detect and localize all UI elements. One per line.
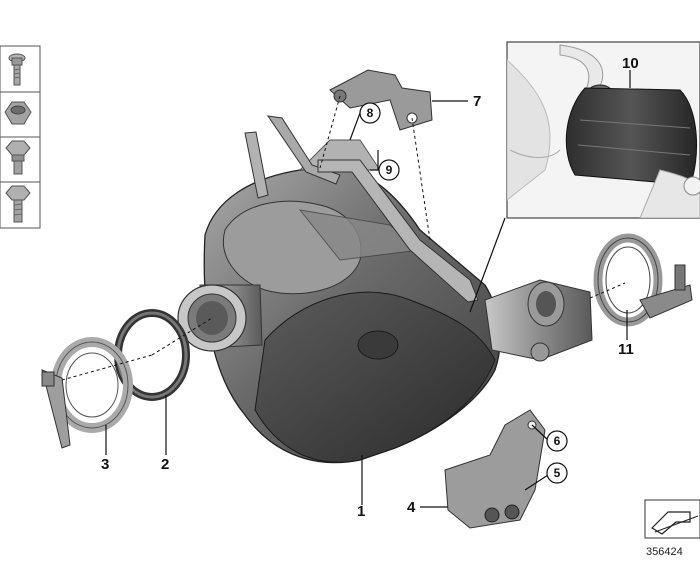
callout-5-circle [546,462,568,484]
callout-9: 9 [386,163,393,177]
figure-number: 356424 [646,546,683,558]
screw-icon [8,53,26,86]
callout-4: 4 [407,499,416,516]
callout-11: 11 [618,341,634,358]
exhaust-clamp [593,233,693,327]
callout-9-circle [378,159,400,181]
inlet-flange [177,284,263,352]
bracket-top [329,69,433,131]
nut-icon [4,101,32,125]
bolt-icon [5,185,31,223]
callout-7: 7 [473,93,481,110]
particulate-filter-body [203,139,501,464]
callout-10: 10 [622,55,639,72]
v-band-clamp [41,337,133,449]
callout-5: 5 [554,466,561,480]
callout-6-circle [546,430,568,452]
callout-8-circle [359,102,381,124]
sensor-pipes [244,115,479,303]
callout-1: 1 [357,503,365,520]
outlet-connector [484,279,593,362]
callout-6: 6 [554,434,561,448]
hex-bolt-icon [5,140,31,175]
figure-reference: 356424 [644,499,700,558]
detail-inset [506,41,700,219]
callout-3: 3 [101,456,109,473]
hardware-panel [0,45,41,229]
callout-2: 2 [161,456,169,473]
callout-8: 8 [367,106,374,120]
bracket-bottom [444,409,546,529]
